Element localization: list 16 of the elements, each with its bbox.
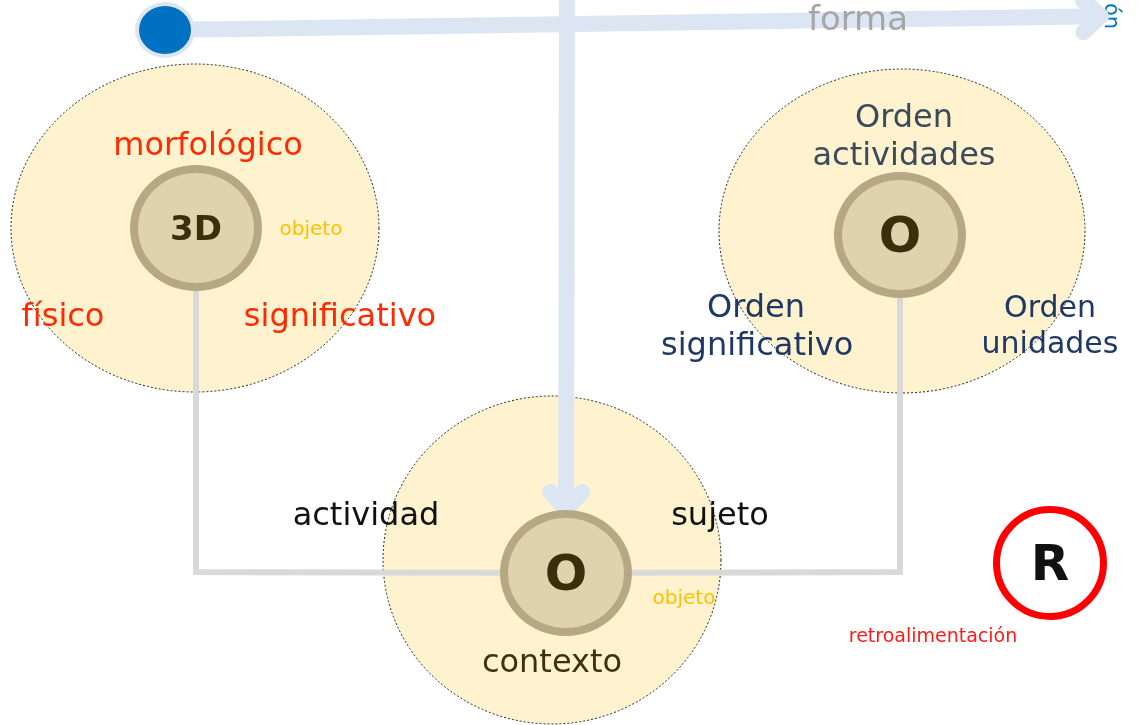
side-label: objeto xyxy=(652,585,716,609)
term-label: morfológico xyxy=(113,124,303,164)
side-label: objeto xyxy=(279,216,343,240)
term-label: significativo xyxy=(243,295,437,335)
side-label: retroalimentación xyxy=(848,623,1018,647)
term-label: Orden unidades xyxy=(980,289,1120,361)
edge-label: forma xyxy=(807,0,909,39)
term-label: Orden actividades xyxy=(811,96,997,174)
term-label: sujeto xyxy=(671,494,769,534)
connector-line xyxy=(193,291,500,576)
connector-line xyxy=(632,298,903,576)
term-label: actividad xyxy=(292,494,440,534)
term-label: físico xyxy=(21,295,105,335)
feedback-circle: R xyxy=(993,506,1107,620)
start-dot xyxy=(139,6,191,54)
term-label: contexto xyxy=(481,641,623,681)
